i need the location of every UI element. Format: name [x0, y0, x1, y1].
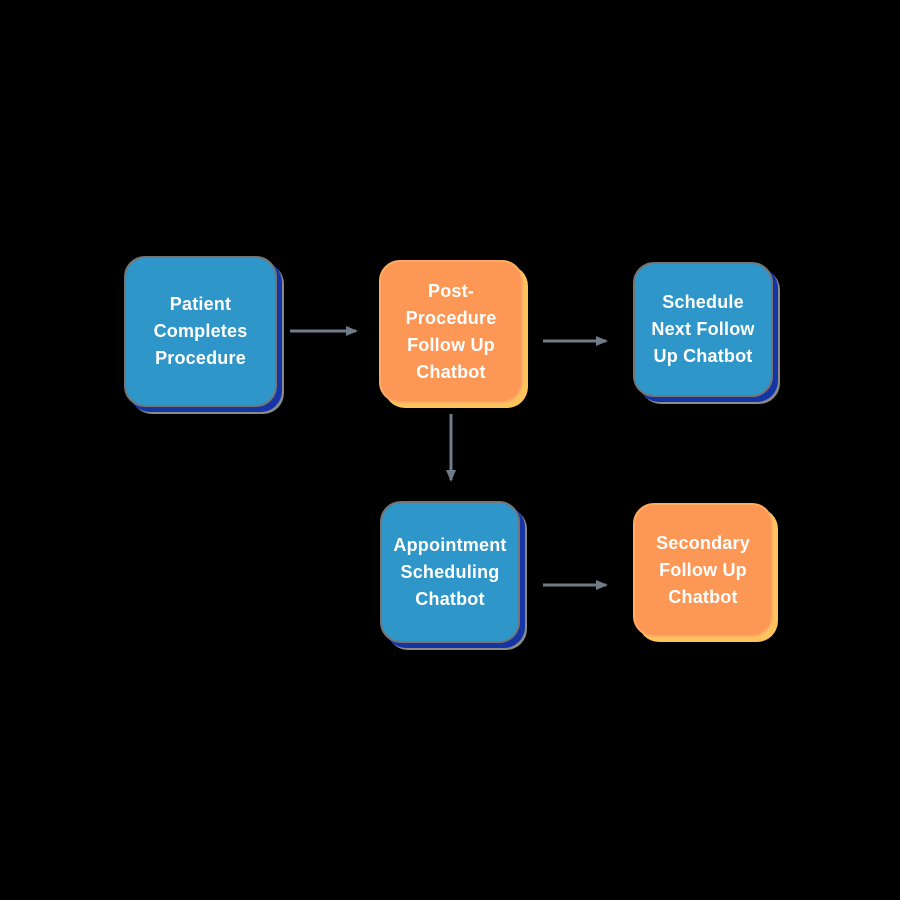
node-label: Post-Procedure Follow Up Chatbot: [405, 280, 497, 382]
node-schedule-next-follow-up-chatbot: Schedule Next Follow Up Chatbot: [633, 262, 773, 397]
node-secondary-follow-up-chatbot: Secondary Follow Up Chatbot: [633, 503, 773, 637]
node-patient-completes-procedure: Patient Completes Procedure: [124, 256, 277, 407]
node-label: Appointment Scheduling Chatbot: [393, 534, 507, 609]
node-post-procedure-follow-up-chatbot: Post-Procedure Follow Up Chatbot: [379, 260, 523, 403]
node-label: Schedule Next Follow Up Chatbot: [651, 292, 755, 366]
node-appointment-scheduling-chatbot: Appointment Scheduling Chatbot: [380, 501, 520, 643]
node-label: Patient Completes Procedure: [153, 294, 248, 368]
node-label: Secondary Follow Up Chatbot: [656, 532, 750, 607]
